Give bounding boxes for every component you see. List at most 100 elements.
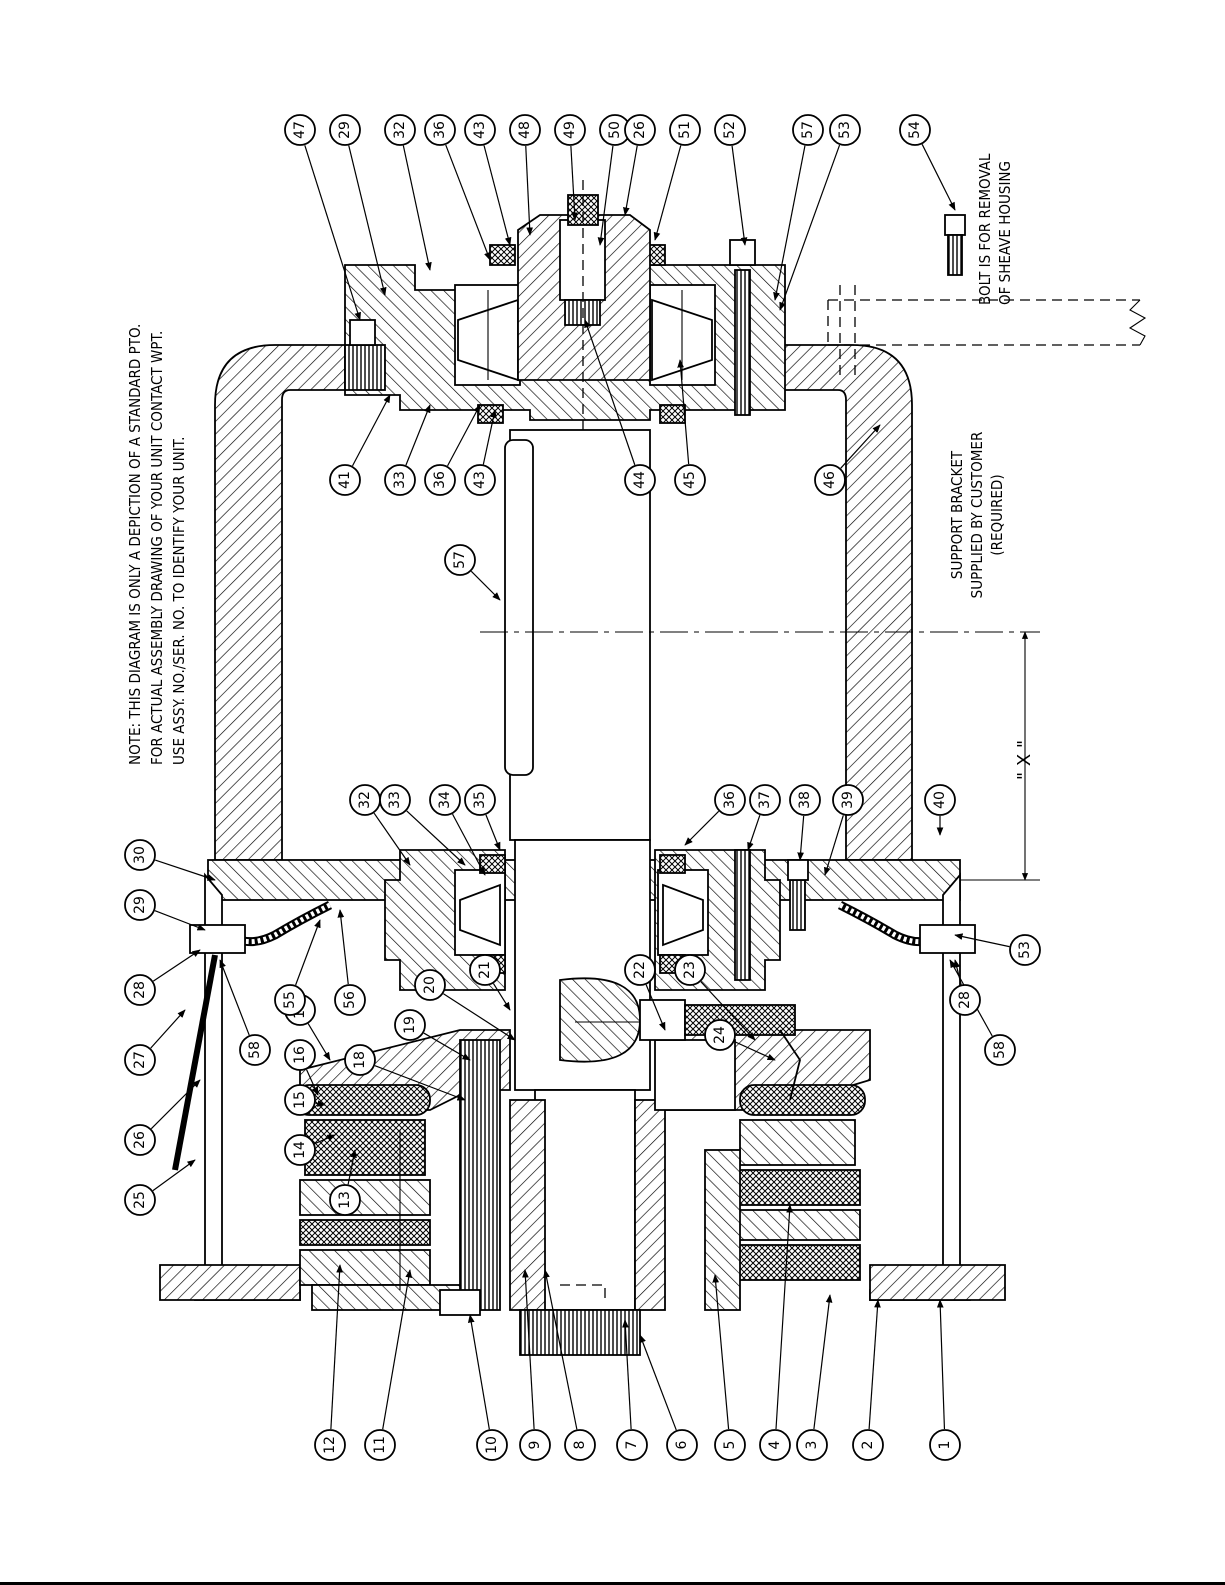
callout-circle [464, 114, 496, 146]
callout-number: 26 [132, 1131, 148, 1149]
callout-balloon-29: 29 [329, 114, 361, 146]
callout-circle [714, 784, 746, 816]
callout-leader-49 [570, 145, 578, 221]
callout-balloon-54: 54 [899, 114, 931, 146]
callout-leader-10 [467, 1314, 490, 1430]
callout-circle [284, 114, 316, 146]
callout-balloon-12: 12 [314, 1429, 346, 1461]
callout-number: 16 [292, 1046, 308, 1064]
callout-number: 20 [422, 976, 438, 994]
callout-number: 33 [392, 471, 408, 489]
callout-circle [704, 1019, 736, 1051]
callout-leader-38 [797, 815, 805, 861]
callout-leader-57 [773, 145, 806, 301]
callout-number: 23 [682, 961, 698, 979]
callout-leader-16 [306, 1069, 319, 1096]
callout-balloon-35: 35 [464, 784, 496, 816]
callout-circle [624, 114, 656, 146]
callout-number: 49 [562, 121, 578, 139]
callout-number: 12 [322, 1436, 338, 1454]
callout-balloon-37: 37 [749, 784, 781, 816]
callout-circle [929, 1429, 961, 1461]
callout-leader-9 [522, 1269, 535, 1430]
callout-balloon-56: 56 [334, 984, 366, 1016]
callout-number: 43 [472, 121, 488, 139]
callout-leader-53 [779, 144, 841, 311]
callout-circle [674, 464, 706, 496]
callout-leader-32 [373, 812, 411, 866]
shaft-hub [517, 180, 651, 1330]
callout-circle [852, 1429, 884, 1461]
callout-balloon-15: 15 [284, 1084, 316, 1116]
callout-circle [984, 1034, 1016, 1066]
callout-balloon-43: 43 [464, 114, 496, 146]
callout-balloon-24: 24 [704, 1019, 736, 1051]
callout-number: 54 [907, 121, 923, 139]
callout-number: 36 [432, 121, 448, 139]
callout-leader-53 [954, 933, 1010, 948]
callout-leader-4 [775, 1204, 793, 1430]
callout-balloon-13: 13 [329, 1184, 361, 1216]
callout-balloon-18: 18 [344, 1044, 376, 1076]
note-line-1: NOTE: THIS DIAGRAM IS ONLY A DEPICTION O… [126, 324, 144, 765]
callout-balloon-11: 11 [364, 1429, 396, 1461]
callout-balloon-2: 2 [852, 1429, 884, 1461]
callout-balloon-32: 32 [349, 784, 381, 816]
callout-number: 43 [472, 471, 488, 489]
callout-number: 52 [722, 121, 738, 139]
callout-leader-5 [712, 1274, 730, 1430]
clutch-pack-right [634, 1029, 871, 1311]
callout-balloon-27: 27 [124, 1044, 156, 1076]
callout-balloon-29: 29 [124, 889, 156, 921]
clutch-housing [159, 872, 1006, 1301]
callout-number: 5 [722, 1441, 738, 1450]
callout-number: 57 [800, 121, 816, 139]
callout-leader-26 [623, 145, 638, 216]
callout-balloon-26: 26 [624, 114, 656, 146]
callout-balloon-52: 52 [714, 114, 746, 146]
support-note: SUPPORT BRACKET SUPPLIED BY CUSTOMER (RE… [948, 432, 1006, 599]
callout-leader-36 [447, 404, 481, 467]
callout-circle [329, 1184, 361, 1216]
callout-leader-50 [597, 145, 614, 246]
callout-leader-6 [639, 1334, 677, 1431]
callout-leader-54 [921, 144, 956, 211]
callout-leader-20 [443, 993, 516, 1041]
callout-leader-32 [402, 145, 432, 271]
callout-number: 46 [822, 471, 838, 489]
callout-leader-23 [700, 981, 756, 1041]
callout-number: 18 [352, 1051, 368, 1069]
callout-circle [284, 1084, 316, 1116]
page-border-bottom [0, 1582, 1225, 1585]
callout-circle [414, 969, 446, 1001]
callout-balloon-53: 53 [1009, 934, 1041, 966]
callout-leader-43 [482, 409, 497, 465]
callout-circle [274, 984, 306, 1016]
callout-balloon-22: 22 [624, 954, 656, 986]
callout-balloon-20: 20 [414, 969, 446, 1001]
callout-number: 41 [337, 471, 353, 489]
callout-balloon-16: 16 [284, 1039, 316, 1071]
callout-circle [384, 464, 416, 496]
callout-balloon-23: 23 [674, 954, 706, 986]
callout-circle [624, 954, 656, 986]
callout-leader-14 [314, 1134, 336, 1145]
air-lines [172, 900, 976, 1171]
callout-circle [469, 954, 501, 986]
callout-circle [284, 1039, 316, 1071]
callout-number: 21 [477, 961, 493, 979]
callout-circle [329, 464, 361, 496]
callout-number: 32 [392, 121, 408, 139]
callout-balloon-28: 28 [124, 974, 156, 1006]
callout-leader-35 [485, 814, 501, 851]
support-note-line-1: SUPPORT BRACKET [948, 450, 966, 579]
callout-circle [424, 114, 456, 146]
dimension-x: " X " [960, 631, 1040, 881]
callout-balloon-7: 7 [616, 1429, 648, 1461]
callout-number: 36 [722, 791, 738, 809]
callout-leader-12 [330, 1264, 343, 1430]
callout-number: 29 [337, 121, 353, 139]
callout-number: 36 [432, 471, 448, 489]
callout-leader-29 [348, 145, 387, 296]
callout-balloon-43: 43 [464, 464, 496, 496]
